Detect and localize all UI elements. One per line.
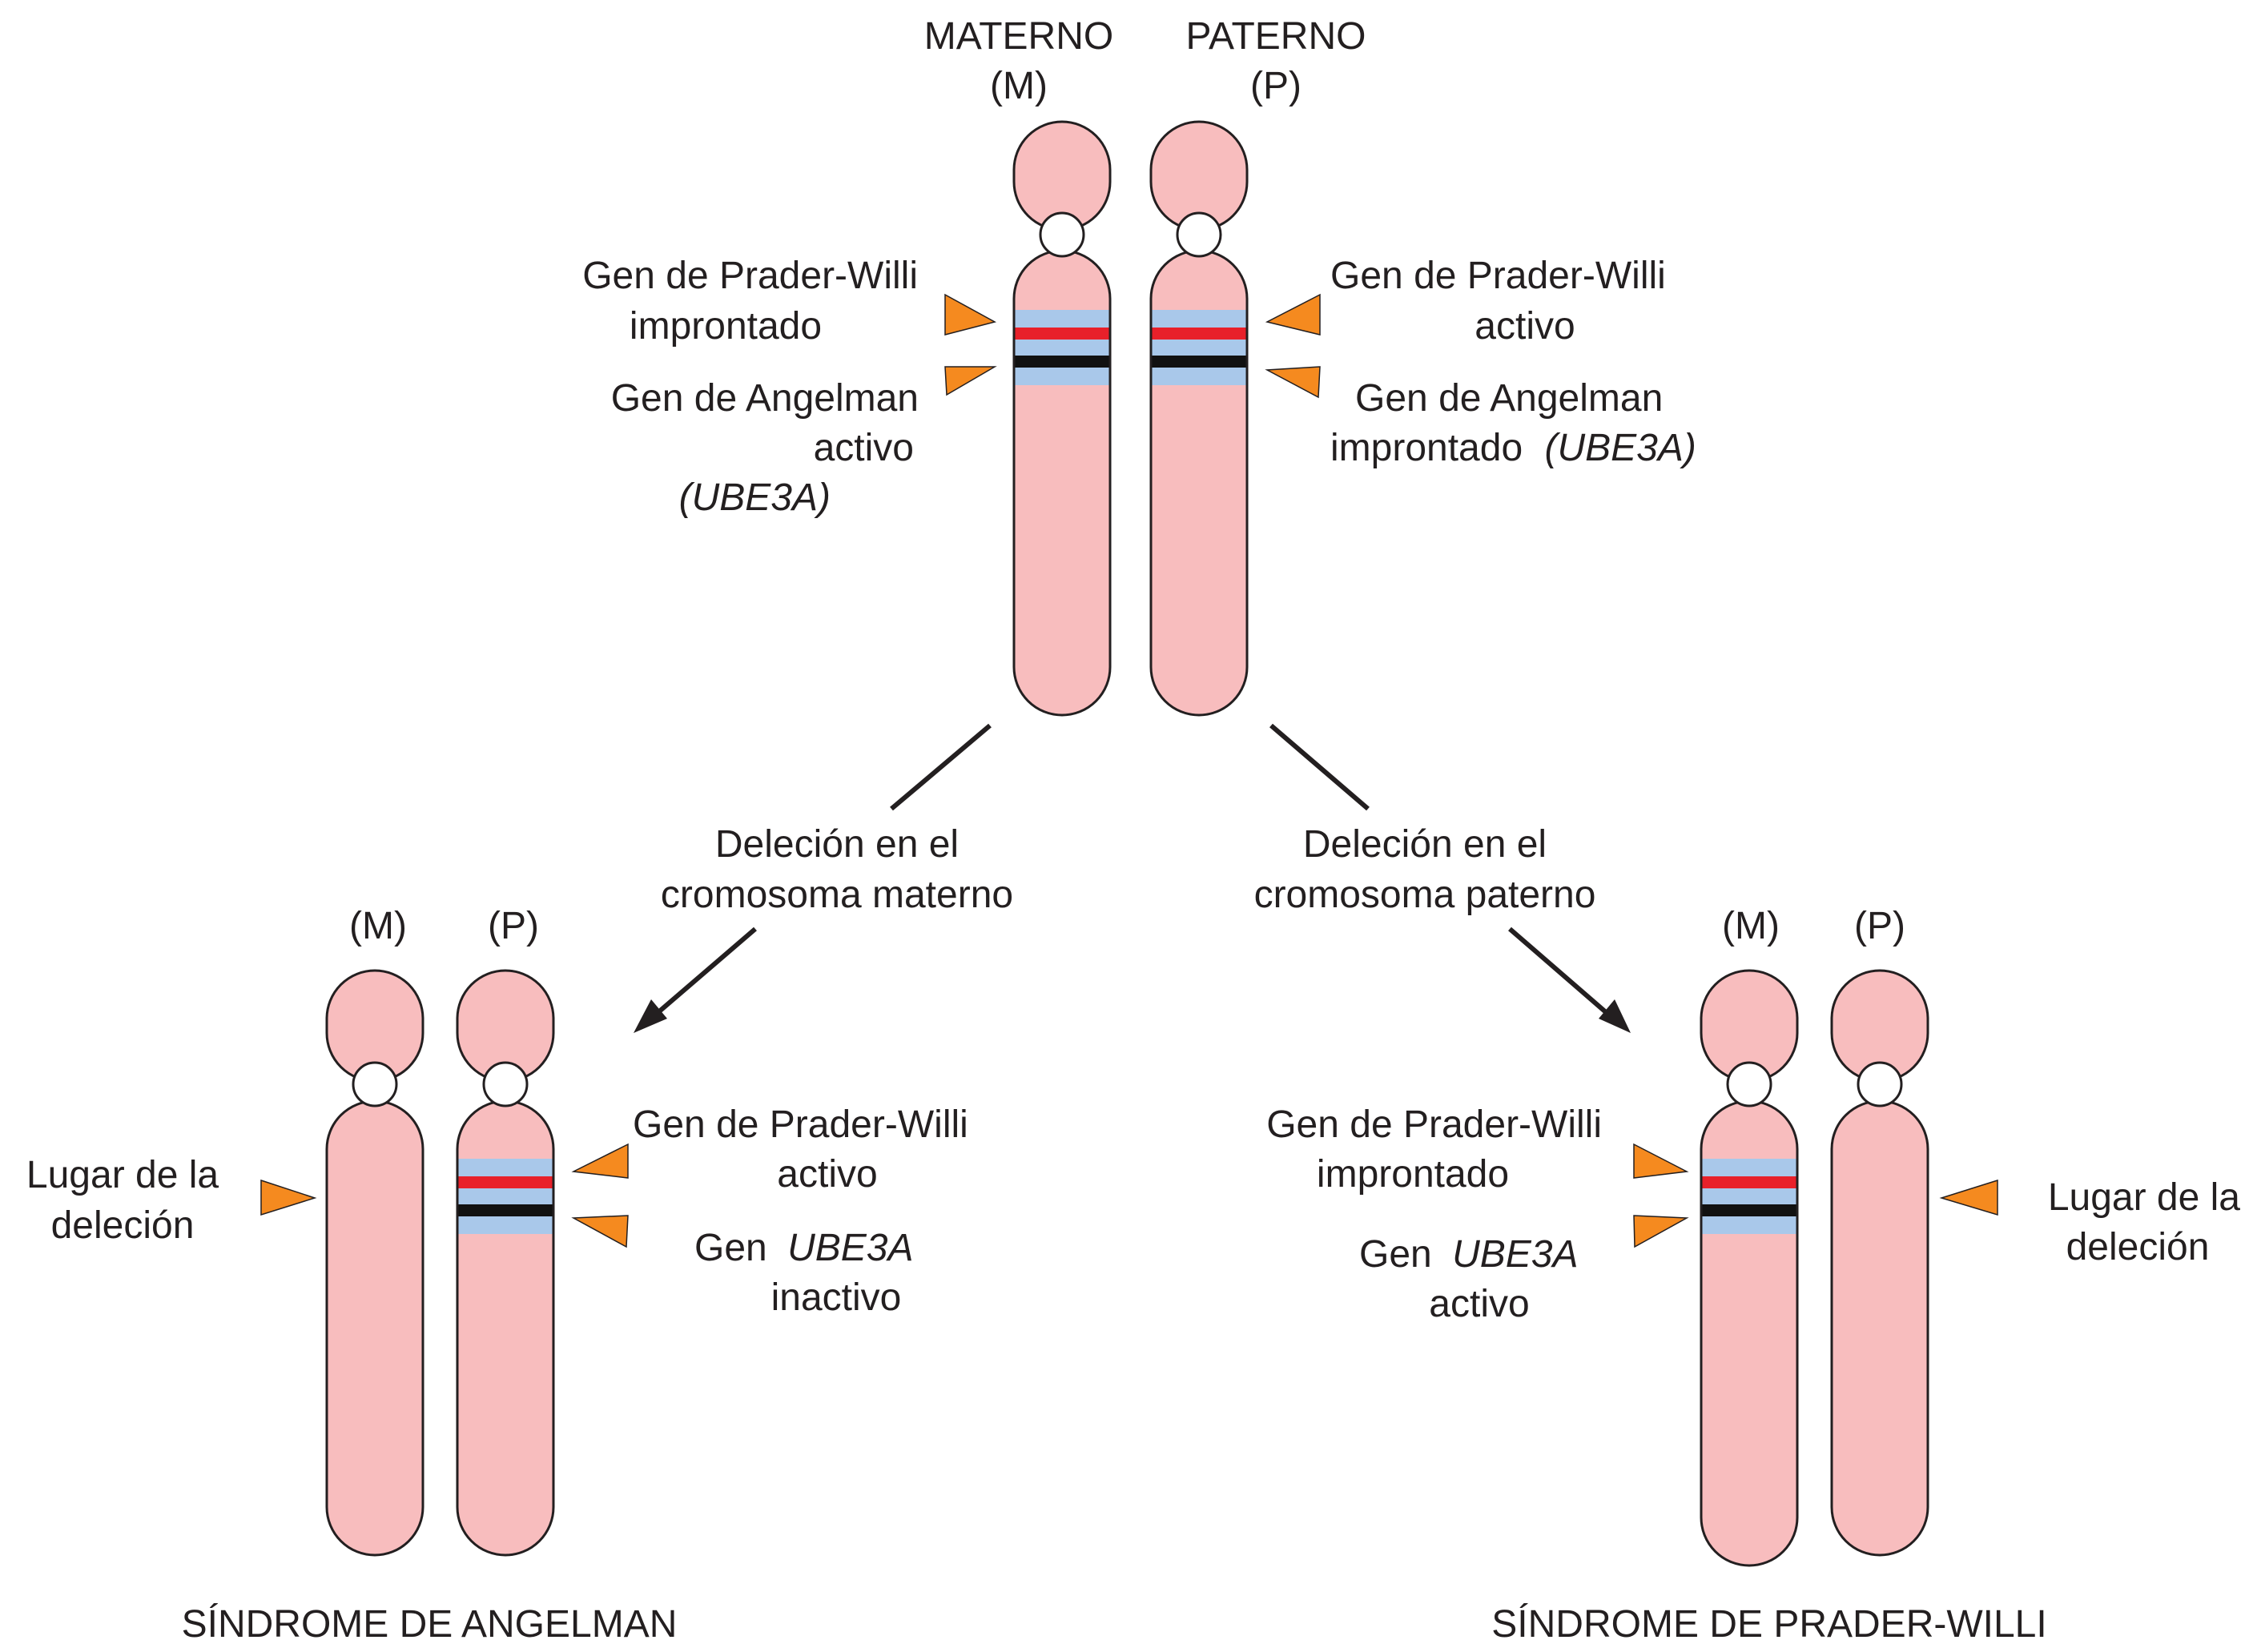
top-right-connector (1269, 723, 1370, 811)
angelman-maternal-long-arm (325, 1099, 424, 1557)
praderwilli-maternal-band-lower (1702, 1216, 1796, 1234)
angelman-deletion-label-line2: deleción (51, 1204, 195, 1247)
angelman-ube3a-pointer (571, 1215, 629, 1248)
praderwilli-arrowhead (1599, 999, 1631, 1033)
paternal-pw-label-line1: Gen de Prader-Willi (1330, 255, 1666, 297)
paternal-band-upper (1152, 310, 1246, 328)
praderwilli-deletion-label-line2: deleción (2066, 1226, 2210, 1268)
maternal-angelman-pointer (944, 366, 997, 396)
top-left-connector (890, 723, 992, 811)
paternal-angelman-label-line1: Gen de Angelman (1355, 377, 1663, 420)
praderwilli-maternal-band-middle (1702, 1188, 1796, 1204)
praderwilli-maternal-pw-band (1702, 1176, 1796, 1188)
maternal-angelman-band (1015, 356, 1109, 368)
angelman-p-code: (P) (488, 905, 539, 947)
praderwilli-paternal-long-arm (1830, 1099, 1929, 1557)
praderwilli-syndrome-title: SÍNDROME DE PRADER-WILLI (1491, 1603, 2046, 1646)
angelman-m-code: (M) (349, 905, 407, 947)
paternal-angelman-label-line2: improntado (UBE3A) (1330, 427, 1696, 469)
praderwilli-pw-label-line2: improntado (1317, 1153, 1509, 1196)
angelman-arrow-shaft (657, 926, 757, 1015)
maternal-angelman-label-line2: activo (814, 427, 914, 469)
paternal-band-middle (1152, 340, 1246, 356)
paternal-deletion-label-line2: cromosoma paterno (1254, 874, 1596, 916)
praderwilli-ube3a-name: UBE3A (1452, 1233, 1578, 1276)
praderwilli-maternal-band-upper (1702, 1159, 1796, 1176)
angelman-deletion-label-line1: Lugar de la (26, 1154, 219, 1196)
praderwilli-deletion-label-line1: Lugar de la (2048, 1176, 2240, 1219)
maternal-chromosome (1012, 120, 1112, 717)
angelman-pw-label-line1: Gen de Prader-Willi (633, 1103, 968, 1146)
angelman-arrowhead (634, 999, 667, 1033)
maternal-angelman-gene: (UBE3A) (679, 476, 831, 519)
angelman-maternal-centromere (352, 1061, 398, 1107)
praderwilli-paternal-chromosome (1830, 969, 1929, 1557)
maternal-angelman-label-line1: Gen de Angelman (611, 377, 919, 420)
praderwilli-pw-label-line1: Gen de Prader-Willi (1266, 1103, 1602, 1146)
maternal-pw-band (1015, 328, 1109, 340)
paternal-angelman-gene: (UBE3A) (1544, 427, 1696, 469)
maternal-centromere (1039, 211, 1085, 258)
paternal-pw-label-line2: activo (1475, 305, 1575, 348)
paternal-code: (P) (1250, 65, 1302, 107)
paternal-pw-pointer (1265, 293, 1321, 336)
praderwilli-ube3a-prefix: Gen (1359, 1233, 1442, 1276)
angelman-paternal-band-middle (458, 1188, 553, 1204)
angelman-paternal-pw-band (458, 1176, 553, 1188)
maternal-heading: MATERNO (924, 15, 1113, 58)
maternal-band-upper (1015, 310, 1109, 328)
angelman-paternal-chromosome (456, 969, 555, 1557)
angelman-paternal-centromere (482, 1061, 529, 1107)
angelman-ube3a-name: UBE3A (787, 1227, 913, 1269)
angelman-paternal-band-upper (458, 1159, 553, 1176)
praderwilli-pair: (M) (P) Gen de Prader-Willi improntado G… (1266, 905, 2240, 1646)
angelman-pw-label-line2: activo (777, 1153, 877, 1196)
paternal-centromere (1176, 211, 1222, 258)
maternal-deletion-label-line1: Deleción en el (715, 823, 959, 866)
paternal-band-lower (1152, 368, 1246, 385)
top-chromosome-pair: MATERNO (M) PATERNO (P) (582, 15, 1696, 717)
maternal-band-lower (1015, 368, 1109, 385)
praderwilli-ube3a-label-line2: activo (1429, 1283, 1529, 1325)
paternal-angelman-pointer (1265, 366, 1321, 399)
paternal-heading: PATERNO (1186, 15, 1366, 58)
praderwilli-ube3a-label-line1: Gen UBE3A (1359, 1233, 1578, 1276)
praderwilli-m-code: (M) (1722, 905, 1780, 947)
paternal-chromosome (1149, 120, 1249, 717)
angelman-syndrome-title: SÍNDROME DE ANGELMAN (182, 1603, 678, 1646)
praderwilli-maternal-ube3a-band (1702, 1204, 1796, 1216)
paternal-angelman-band (1152, 356, 1246, 368)
maternal-pw-pointer (944, 293, 997, 336)
maternal-deletion-label-line2: cromosoma materno (661, 874, 1013, 916)
praderwilli-p-code: (P) (1854, 905, 1905, 947)
angelman-maternal-chromosome (325, 969, 424, 1557)
angelman-paternal-ube3a-band (458, 1204, 553, 1216)
praderwilli-ube3a-pointer (1633, 1215, 1689, 1248)
praderwilli-paternal-centromere (1857, 1061, 1903, 1107)
maternal-band-middle (1015, 340, 1109, 356)
angelman-pair: (M) (P) Lugar de la deleción Gen de Prad… (26, 905, 968, 1646)
maternal-pw-label-line2: improntado (630, 305, 822, 348)
angelman-ube3a-prefix: Gen (694, 1227, 778, 1269)
praderwilli-deletion-pointer (1939, 1179, 1998, 1216)
angelman-paternal-band-lower (458, 1216, 553, 1234)
paternal-pw-band (1152, 328, 1246, 340)
angelman-ube3a-label-line2: inactivo (771, 1276, 902, 1319)
maternal-code: (M) (990, 65, 1048, 107)
praderwilli-pw-pointer (1633, 1143, 1689, 1179)
praderwilli-arrow-shaft (1508, 926, 1607, 1015)
angelman-deletion-pointer (260, 1179, 317, 1216)
angelman-pw-pointer (571, 1143, 629, 1179)
praderwilli-maternal-chromosome (1700, 969, 1799, 1567)
deletion-connectors: Deleción en el cromosoma materno Deleció… (634, 723, 1631, 1033)
maternal-pw-label-line1: Gen de Prader-Willi (582, 255, 918, 297)
paternal-deletion-label-line1: Deleción en el (1303, 823, 1547, 866)
praderwilli-maternal-centromere (1726, 1061, 1772, 1107)
paternal-angelman-status: improntado (1330, 427, 1523, 469)
angelman-ube3a-label-line1: Gen UBE3A (694, 1227, 913, 1269)
